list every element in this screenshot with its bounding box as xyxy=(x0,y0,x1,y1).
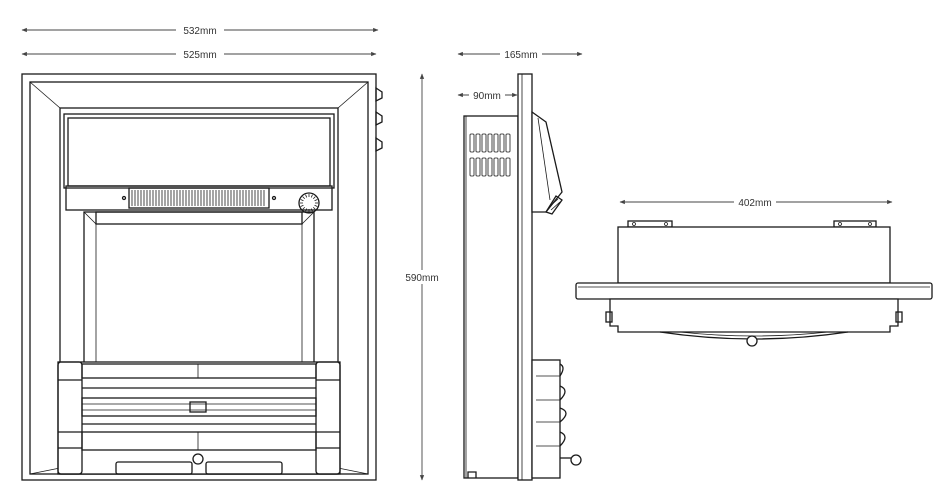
vent-slot xyxy=(481,157,487,177)
dial-tick xyxy=(300,199,304,202)
fret-right-post xyxy=(315,361,341,475)
vent-slot xyxy=(475,133,481,153)
top-fret-knob xyxy=(746,335,758,347)
side-dial xyxy=(545,195,563,215)
vent-slot xyxy=(487,133,493,153)
control-panel xyxy=(65,185,333,211)
side-fret-profile xyxy=(531,359,582,479)
vent-slot xyxy=(493,157,499,177)
dial-tick xyxy=(305,194,308,198)
vent-slot xyxy=(493,133,499,153)
top-front-plate xyxy=(575,282,933,300)
heater-grille-slats xyxy=(131,190,265,206)
vent-slot xyxy=(469,157,475,177)
dial-tick xyxy=(310,208,313,212)
vent-slot xyxy=(505,133,511,153)
fret-knob xyxy=(192,453,204,465)
vent-slot xyxy=(469,133,475,153)
vent-slot xyxy=(481,133,487,153)
outer-width-label: 532mm xyxy=(183,26,216,37)
side-knob-mid xyxy=(375,110,383,127)
mount-bracket-left xyxy=(627,220,673,228)
side-view: 165mm 90mm xyxy=(457,47,583,481)
dial-tick xyxy=(302,196,306,200)
vent-slot xyxy=(487,157,493,177)
dial-tick xyxy=(302,206,306,210)
vent-slot xyxy=(505,157,511,177)
dial-tick xyxy=(300,204,304,207)
top-view: 402mm xyxy=(575,195,933,347)
side-canopy xyxy=(531,110,563,213)
front-view: 532mm 525mm xyxy=(21,23,383,481)
fret-left-post xyxy=(57,361,83,475)
dial-tick xyxy=(310,194,313,198)
height-label: 590mm xyxy=(405,273,438,284)
fire-fret xyxy=(57,361,341,475)
dial-tick xyxy=(305,208,308,212)
mount-width-label: 402mm xyxy=(738,198,771,209)
top-body xyxy=(617,226,891,284)
top-fret xyxy=(609,298,899,333)
vent-slot xyxy=(499,133,505,153)
vent-slot xyxy=(475,157,481,177)
control-dial-icon xyxy=(298,192,320,214)
height-dimension: 590mm xyxy=(400,73,444,481)
depth-body-label: 90mm xyxy=(473,91,501,102)
depth-total-label: 165mm xyxy=(504,50,537,61)
inner-width-label: 525mm xyxy=(183,50,216,61)
mount-bracket-right xyxy=(833,220,877,228)
side-knob-top xyxy=(375,86,383,103)
dial-tick xyxy=(314,204,318,207)
dial-tick xyxy=(312,196,316,200)
dial-tick xyxy=(312,206,316,210)
side-front-plate xyxy=(517,73,533,481)
side-knob-low xyxy=(375,136,383,153)
side-vents xyxy=(469,133,511,177)
vent-slot xyxy=(499,157,505,177)
dial-tick xyxy=(314,199,318,202)
heater-grille xyxy=(128,187,270,209)
